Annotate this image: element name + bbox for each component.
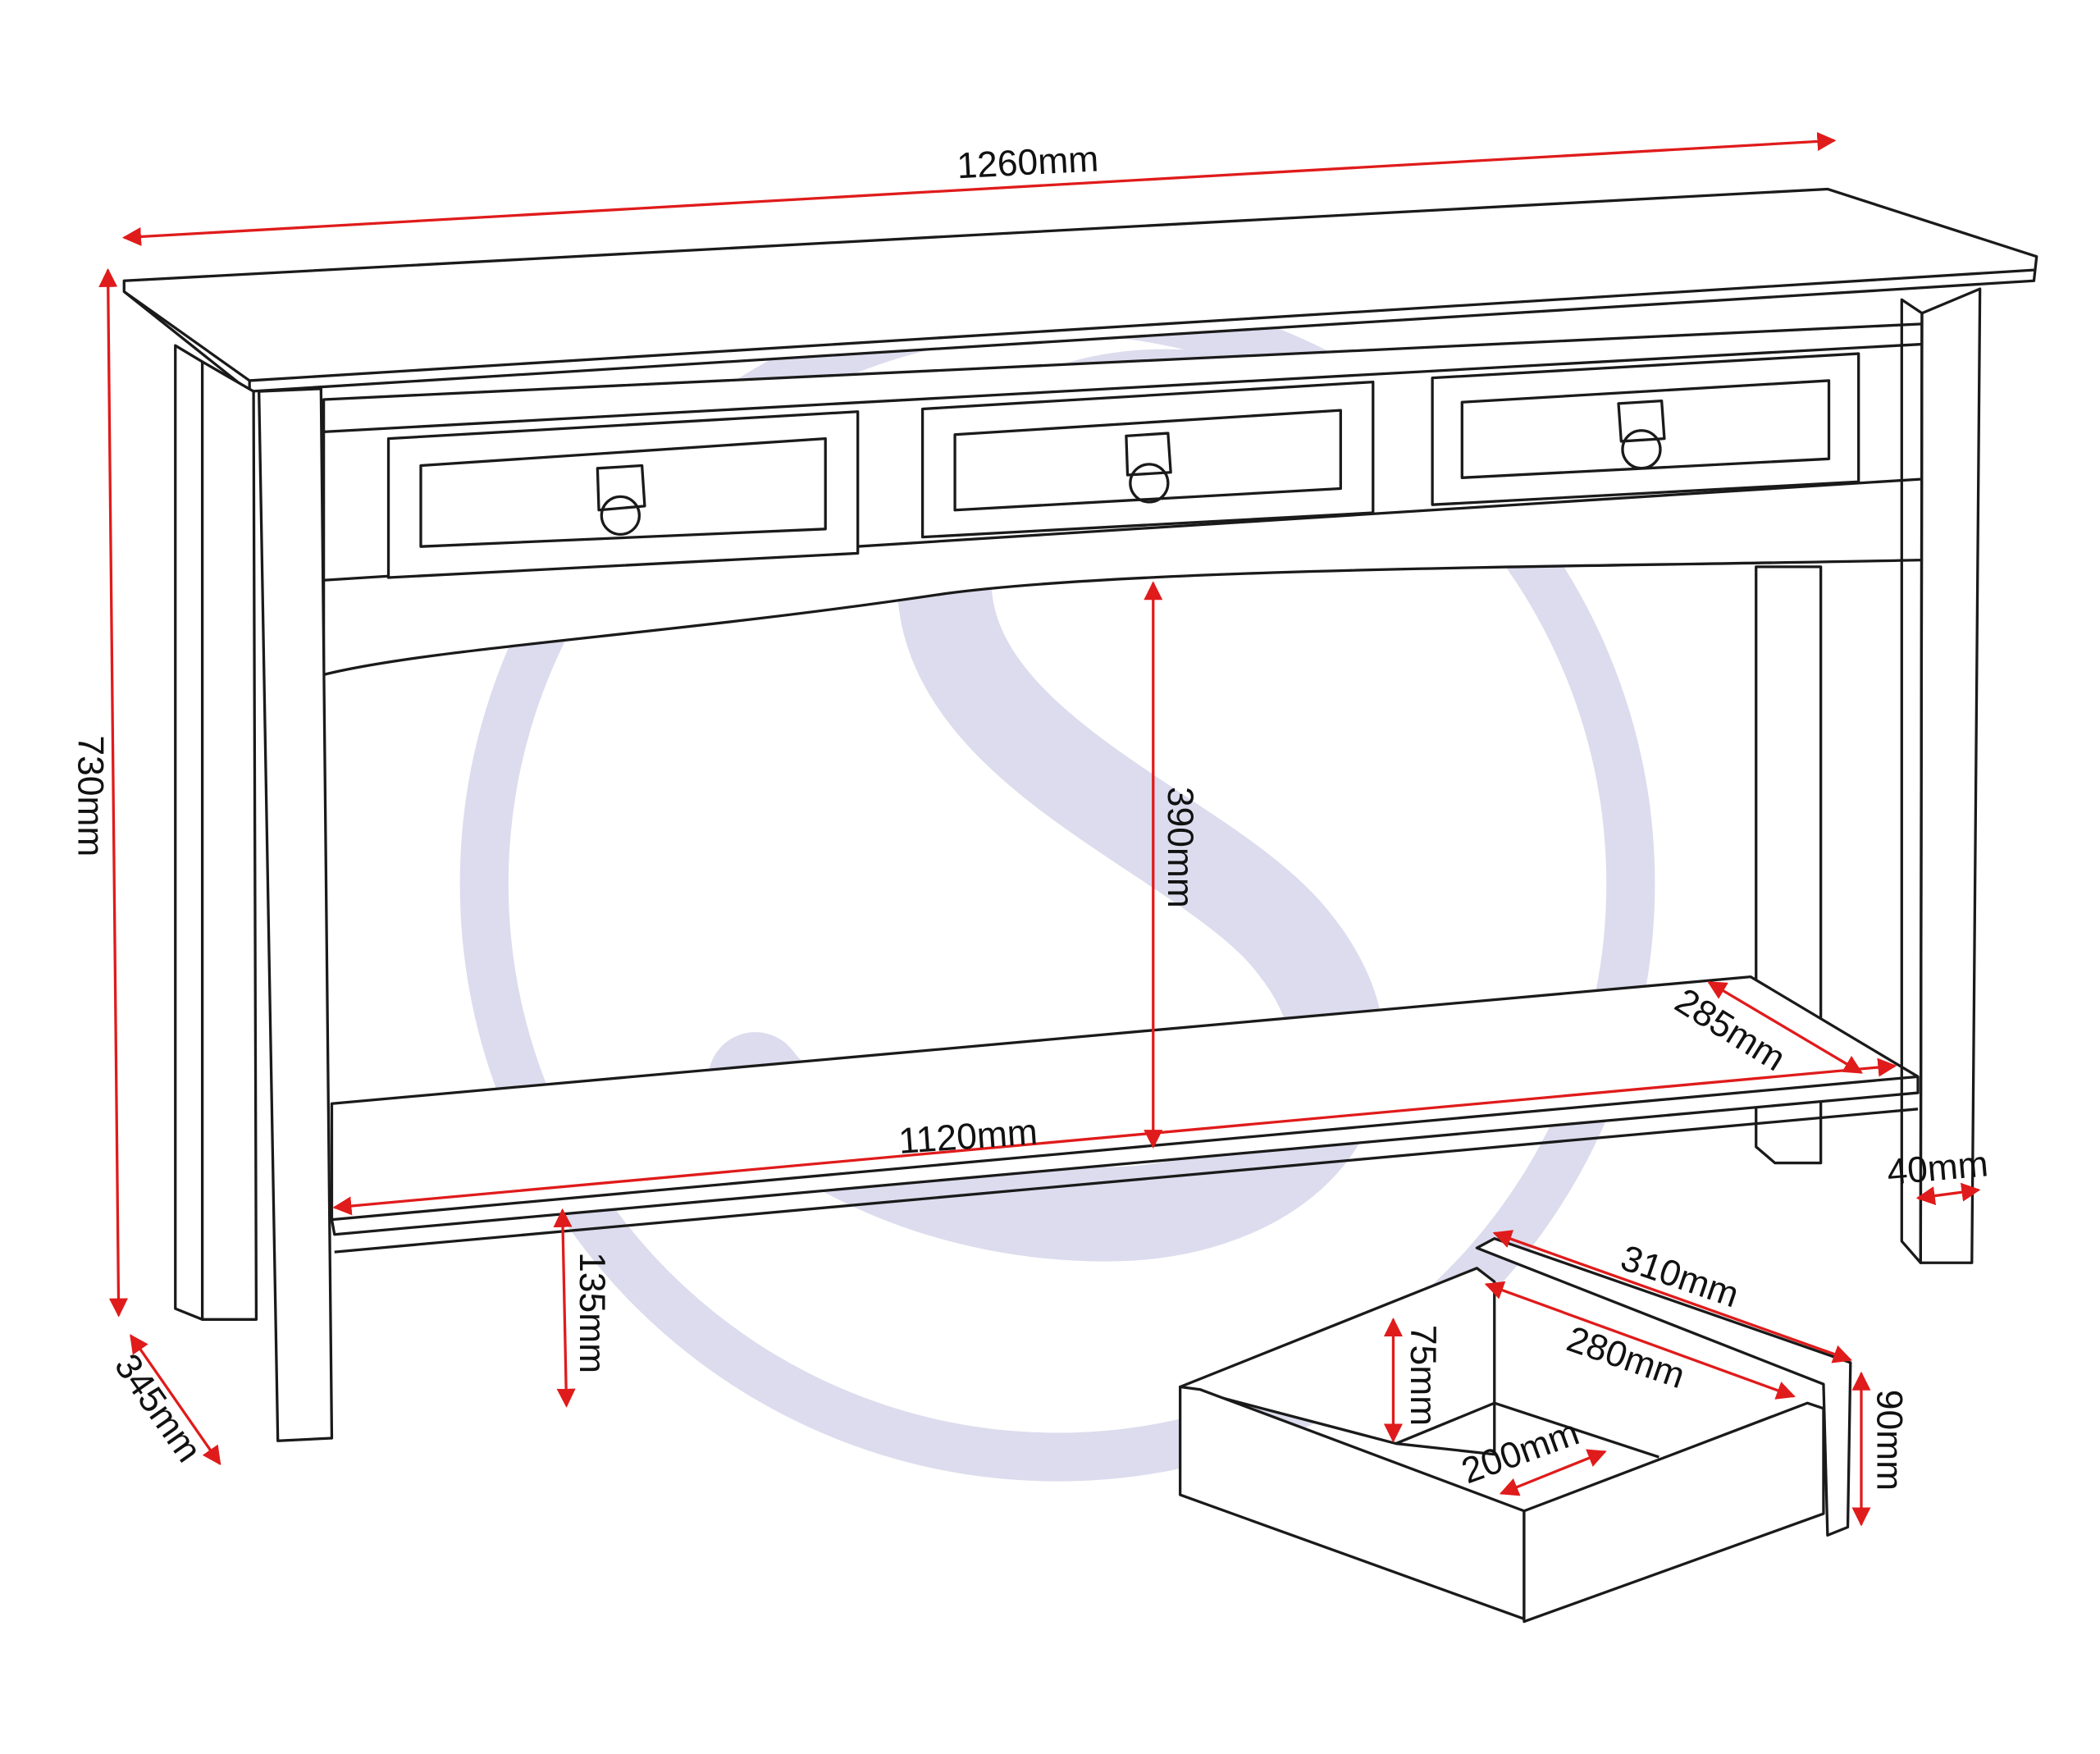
dimension-shelf-width: 1120mm	[332, 1057, 1897, 1216]
dimension-clearance: 390mm	[1144, 581, 1200, 1149]
label-shelf-height: 135mm	[572, 1252, 612, 1373]
dimension-drawer-front-height: 90mm	[1851, 1371, 1910, 1527]
label-clearance: 390mm	[1160, 787, 1200, 908]
drawer-left	[386, 410, 860, 579]
dimension-drawer-internal-height: 75mm	[1383, 1317, 1443, 1443]
label-shelf-width: 1120mm	[897, 1112, 1039, 1162]
label-overall-width: 1260mm	[956, 139, 1099, 186]
dimension-overall-height: 730mm	[70, 267, 128, 1318]
label-overall-depth: 345mm	[107, 1347, 209, 1469]
dimension-shelf-height: 135mm	[553, 1208, 612, 1408]
dimension-drawer-front-width: 310mm	[1492, 1230, 1852, 1363]
label-drawer-internal-height: 75mm	[1403, 1325, 1443, 1426]
label-leg-width: 40mm	[1885, 1144, 1989, 1193]
ring-pull-handle-icon	[1617, 399, 1666, 470]
label-drawer-internal-length: 280mm	[1562, 1319, 1690, 1397]
ring-pull-handle-icon	[596, 464, 646, 537]
dimension-leg-width: 40mm	[1885, 1144, 1990, 1205]
drawer-middle	[920, 380, 1375, 539]
label-overall-height: 730mm	[70, 735, 110, 856]
leg-front-right	[1900, 287, 1982, 1264]
dimension-overall-depth: 345mm	[107, 1334, 221, 1469]
drawer-right	[1431, 352, 1860, 506]
leg-back-left	[174, 344, 258, 1321]
dimension-overall-width: 1260mm	[121, 131, 1837, 246]
ring-pull-handle-icon	[1125, 432, 1172, 504]
label-drawer-front-height: 90mm	[1869, 1390, 1910, 1491]
leg-front-left	[258, 387, 334, 1442]
